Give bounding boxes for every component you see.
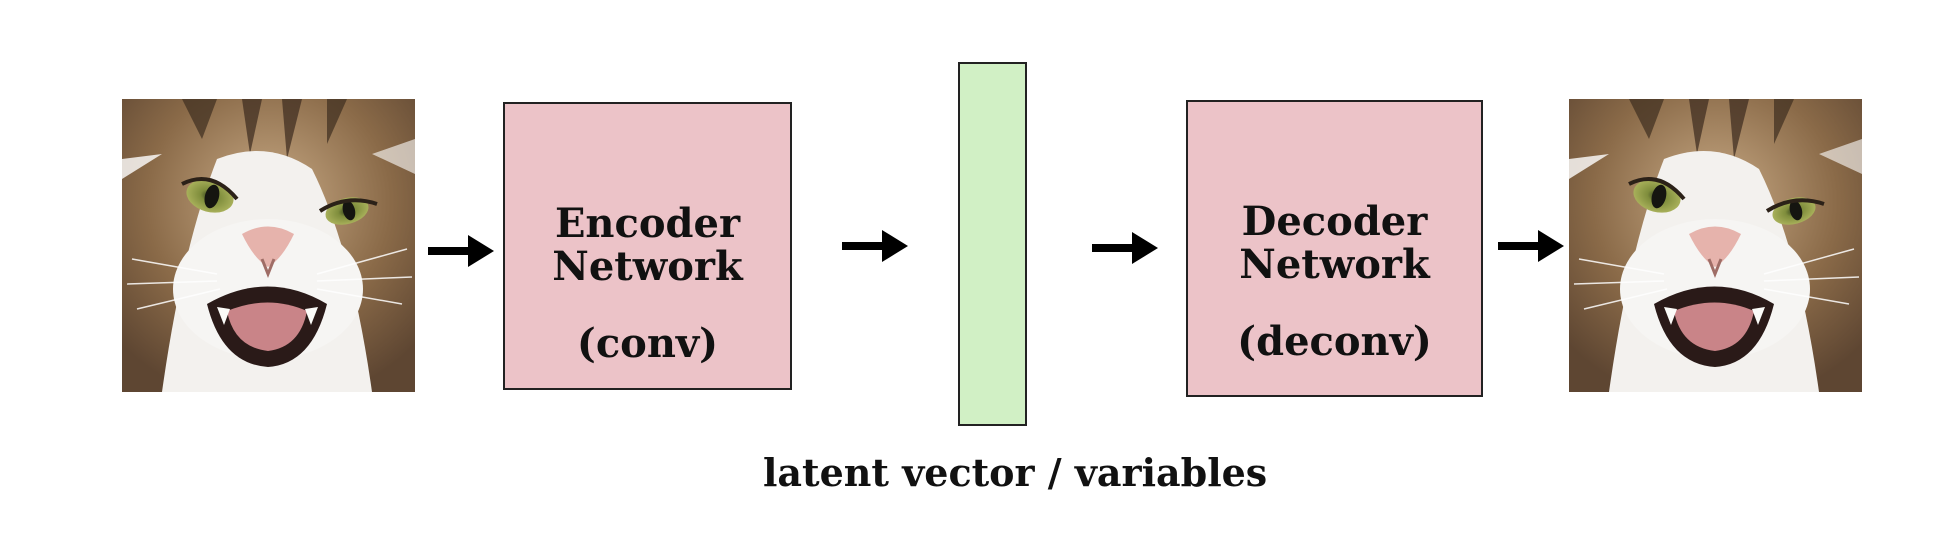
- input-cat-image: [122, 99, 415, 392]
- encoder-network-box: Encoder Network (conv): [503, 102, 792, 390]
- encoder-title-line2: Network: [552, 243, 743, 290]
- right-arrow-icon: [1092, 230, 1158, 266]
- latent-vector-bar: [958, 62, 1027, 426]
- encoder-title-line1: Encoder: [554, 200, 741, 247]
- right-arrow-icon: [428, 233, 494, 269]
- decoder-network-box: Decoder Network (deconv): [1186, 100, 1483, 397]
- decoder-title-line2: Network: [1239, 241, 1430, 288]
- right-arrow-icon: [1498, 228, 1564, 264]
- right-arrow-icon: [842, 228, 908, 264]
- decoder-title-line1: Decoder: [1241, 198, 1428, 245]
- decoder-subtitle: (deconv): [1237, 318, 1432, 365]
- output-cat-image: [1569, 99, 1862, 392]
- encoder-subtitle: (conv): [576, 320, 719, 367]
- latent-caption: latent vector / variables: [763, 450, 1268, 495]
